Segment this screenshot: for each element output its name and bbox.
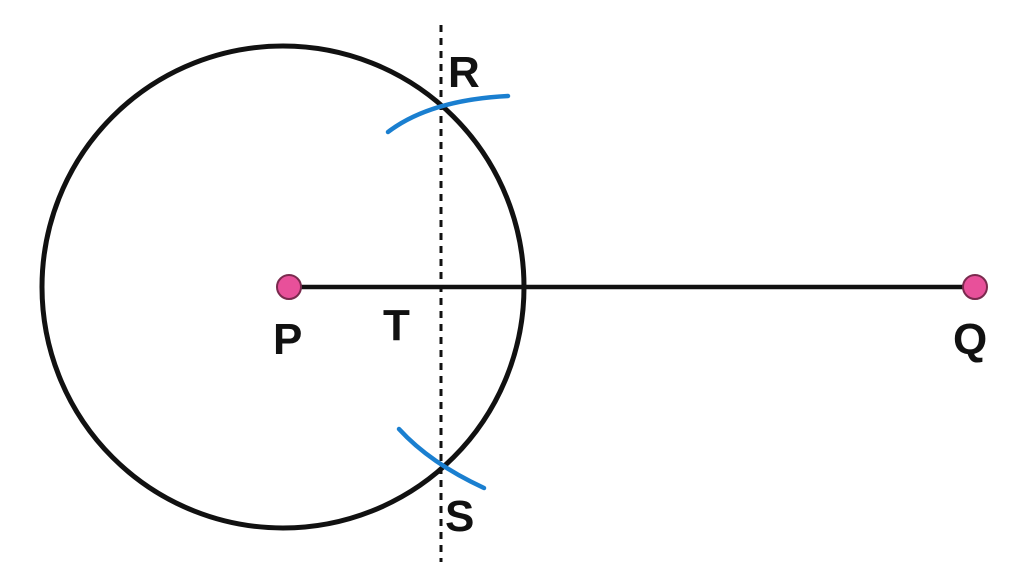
- arc-at-s: [396, 426, 487, 491]
- arc-at-r: [385, 93, 511, 135]
- label-t: T: [383, 301, 410, 350]
- label-p: P: [273, 315, 302, 364]
- label-s: S: [445, 492, 474, 541]
- label-r: R: [448, 48, 480, 97]
- label-q: Q: [953, 315, 987, 364]
- point-p: [276, 274, 302, 300]
- point-q: [962, 274, 988, 300]
